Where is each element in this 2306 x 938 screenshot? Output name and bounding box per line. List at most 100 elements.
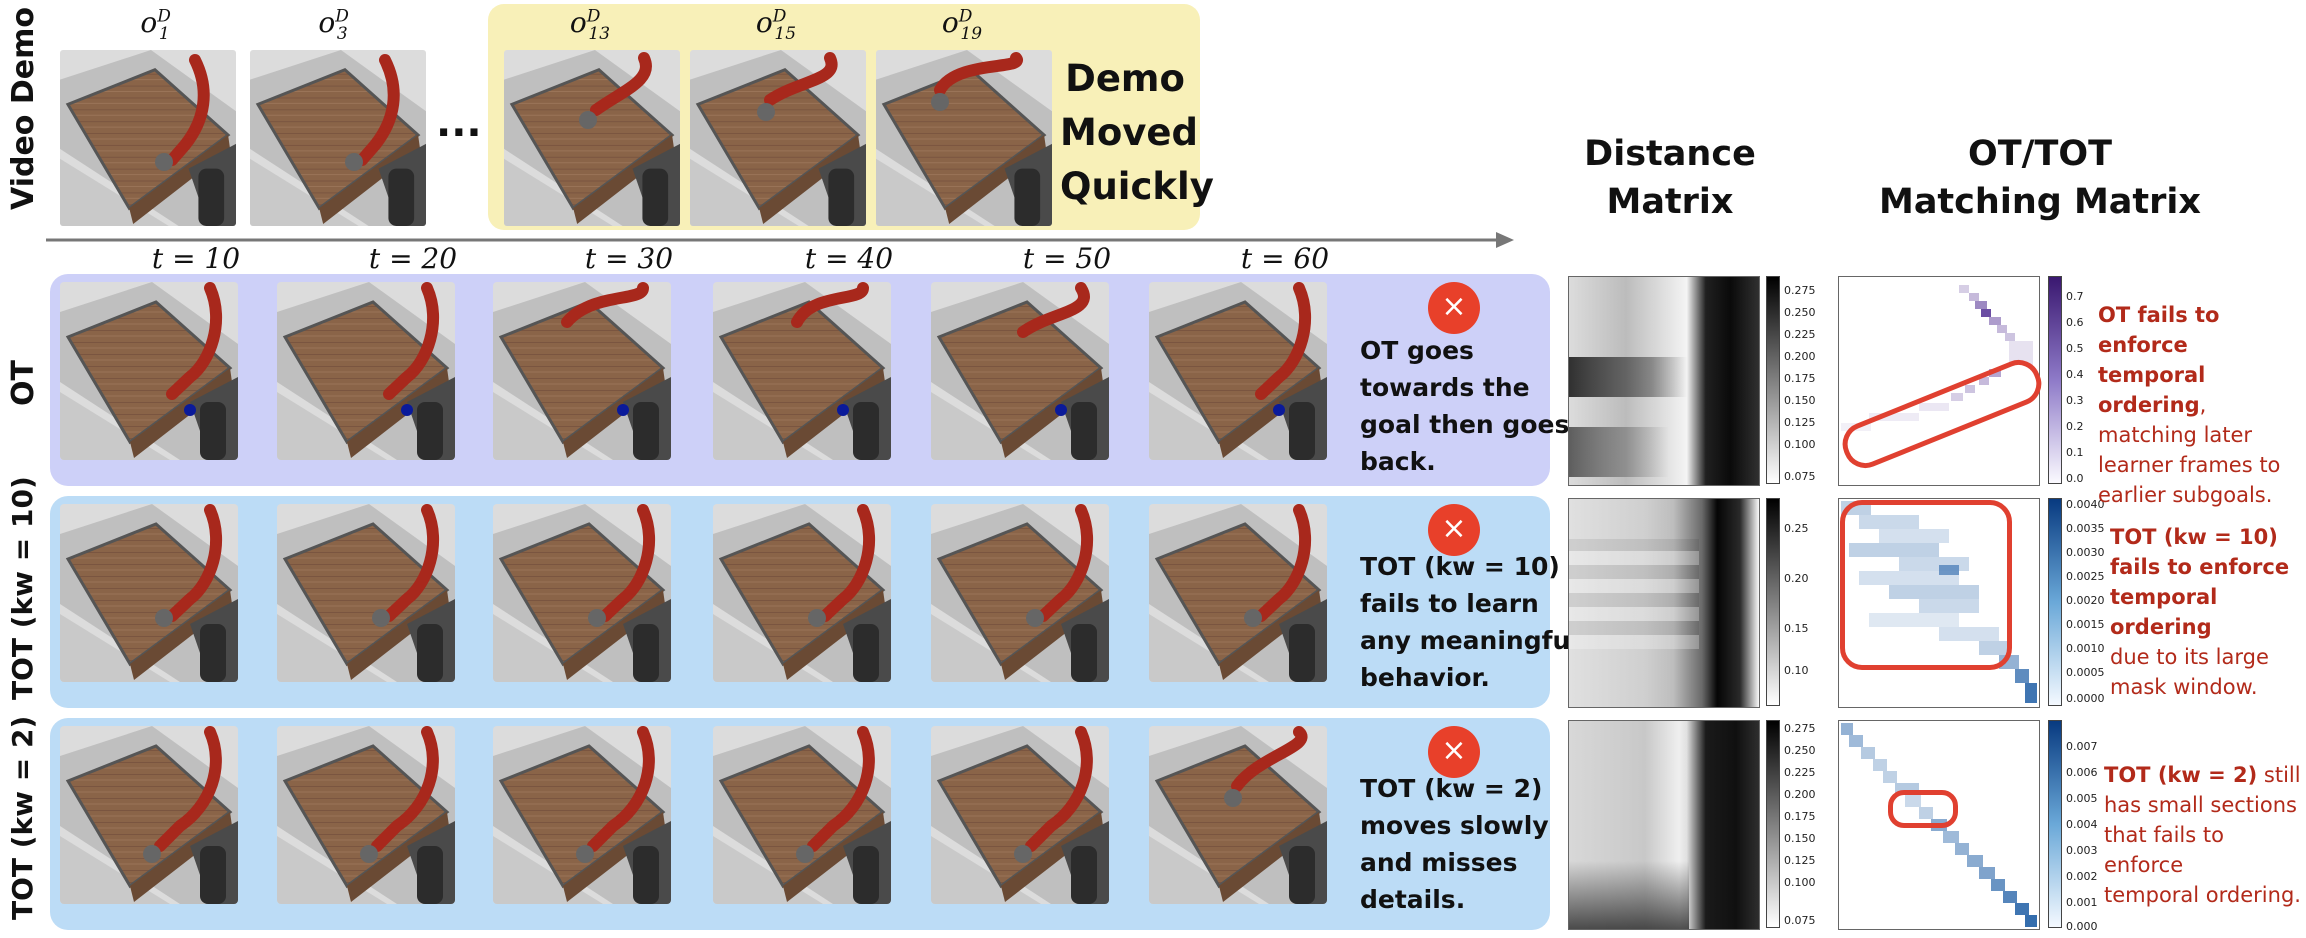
colorbar-tick: 0.200 — [1784, 350, 1816, 363]
colorbar-tick: 0.0020 — [2066, 594, 2105, 607]
demo-frame-image — [504, 50, 680, 226]
failure-x-icon: × — [1428, 282, 1480, 334]
row-label-tot-kw10: TOT (kw = 10) — [6, 476, 39, 700]
colorbar-tick: 0.15 — [1784, 622, 1809, 635]
ot-frame-image — [713, 282, 891, 460]
demo-frame-label-19: oD19 — [941, 6, 983, 44]
colorbar-tick: 0.225 — [1784, 328, 1816, 341]
time-label-30: t = 30 — [584, 242, 674, 275]
demo-frame-image — [250, 50, 426, 226]
colorbar-tick: 0.100 — [1784, 438, 1816, 451]
tot-kw10-matching-matrix — [1838, 498, 2040, 708]
colorbar-tick: 0.275 — [1784, 284, 1816, 297]
colorbar-tick: 0.075 — [1784, 470, 1816, 483]
colorbar-tick: 0.0030 — [2066, 546, 2105, 559]
colorbar-tick: 0.175 — [1784, 810, 1816, 823]
tot-kw2-frame-image — [60, 726, 238, 904]
ot-frame-image — [931, 282, 1109, 460]
distance-colorbar — [1766, 498, 1780, 706]
matching-colorbar — [2048, 498, 2062, 706]
tot-kw10-frame-image — [277, 504, 455, 682]
colorbar-tick: 0.25 — [1784, 522, 1809, 535]
colorbar-tick: 0.150 — [1784, 394, 1816, 407]
tot-kw2-distance-matrix — [1568, 720, 1760, 930]
demo-ellipsis: ... — [436, 100, 482, 146]
row-label-video-demo: Video Demo — [6, 7, 41, 210]
ot-frame-image — [1149, 282, 1327, 460]
tot-kw10-frame-image — [493, 504, 671, 682]
time-label-50: t = 50 — [1022, 242, 1112, 275]
ot-frame-image — [493, 282, 671, 460]
colorbar-tick: 0.3 — [2066, 394, 2084, 407]
colorbar-tick: 0.007 — [2066, 740, 2098, 753]
colorbar-tick: 0.0 — [2066, 472, 2084, 485]
matching-colorbar — [2048, 276, 2062, 484]
time-label-60: t = 60 — [1240, 242, 1330, 275]
ot-distance-matrix — [1568, 276, 1760, 486]
colorbar-tick: 0.1 — [2066, 446, 2084, 459]
matching-colorbar — [2048, 720, 2062, 928]
tot-kw2-matching-matrix — [1838, 720, 2040, 930]
demo-highlight-text: Demo Moved Quickly — [1060, 57, 1214, 208]
demo-frame-image — [876, 50, 1052, 226]
colorbar-tick: 0.0035 — [2066, 522, 2105, 535]
colorbar-tick: 0.005 — [2066, 792, 2098, 805]
ot-matching-matrix — [1838, 276, 2040, 486]
colorbar-tick: 0.0005 — [2066, 666, 2105, 679]
ot-frame-image — [60, 282, 238, 460]
tot-kw10-frame-image — [931, 504, 1109, 682]
colorbar-tick: 0.150 — [1784, 832, 1816, 845]
colorbar-tick: 0.000 — [2066, 920, 2098, 933]
colorbar-tick: 0.0000 — [2066, 692, 2105, 705]
colorbar-tick: 0.001 — [2066, 896, 2098, 909]
distance-colorbar — [1766, 720, 1780, 928]
demo-frame-label-15: oD15 — [755, 6, 797, 44]
tot-kw10-frame-image — [1149, 504, 1327, 682]
tot-kw10-frame-image — [60, 504, 238, 682]
tot-kw2-caption: TOT (kw = 2) still has small sections th… — [2104, 763, 2301, 907]
colorbar-tick: 0.175 — [1784, 372, 1816, 385]
time-label-10: t = 10 — [151, 242, 241, 275]
time-label-20: t = 20 — [368, 242, 458, 275]
colorbar-tick: 0.0025 — [2066, 570, 2105, 583]
colorbar-tick: 0.075 — [1784, 914, 1816, 927]
colorbar-tick: 0.0040 — [2066, 498, 2105, 511]
demo-frame-image — [690, 50, 866, 226]
colorbar-tick: 0.2 — [2066, 420, 2084, 433]
colorbar-tick: 0.5 — [2066, 342, 2084, 355]
colorbar-tick: 0.125 — [1784, 416, 1816, 429]
tot-kw10-caption: TOT (kw = 10) fails to enforce temporal … — [2110, 525, 2290, 699]
demo-frame-label-3: oD3 — [318, 6, 349, 44]
colorbar-tick: 0.200 — [1784, 788, 1816, 801]
time-label-40: t = 40 — [804, 242, 894, 275]
ot-frame-image — [277, 282, 455, 460]
colorbar-tick: 0.125 — [1784, 854, 1816, 867]
colorbar-tick: 0.006 — [2066, 766, 2098, 779]
colorbar-tick: 0.003 — [2066, 844, 2098, 857]
colorbar-tick: 0.4 — [2066, 368, 2084, 381]
timeline-arrow — [46, 232, 1514, 248]
colorbar-tick: 0.7 — [2066, 290, 2084, 303]
demo-frame-label-13: oD13 — [569, 6, 611, 44]
tot-kw10-highlight-ring — [1840, 500, 2012, 670]
demo-frame-label-1: oD1 — [140, 6, 171, 44]
tot-kw2-frame-image — [713, 726, 891, 904]
tot-kw2-frame-image — [277, 726, 455, 904]
colorbar-tick: 0.004 — [2066, 818, 2098, 831]
tot-kw10-distance-matrix — [1568, 498, 1760, 708]
row-label-ot: OT — [6, 360, 41, 406]
colorbar-tick: 0.250 — [1784, 744, 1816, 757]
colorbar-tick: 0.250 — [1784, 306, 1816, 319]
tot-kw2-frame-image — [1149, 726, 1327, 904]
tot-kw2-frame-image — [493, 726, 671, 904]
failure-x-icon: × — [1428, 504, 1480, 556]
ot-caption: OT fails to enforce temporal ordering, m… — [2098, 303, 2281, 507]
colorbar-tick: 0.275 — [1784, 722, 1816, 735]
colorbar-tick: 0.0010 — [2066, 642, 2105, 655]
distance-colorbar — [1766, 276, 1780, 484]
colorbar-tick: 0.6 — [2066, 316, 2084, 329]
